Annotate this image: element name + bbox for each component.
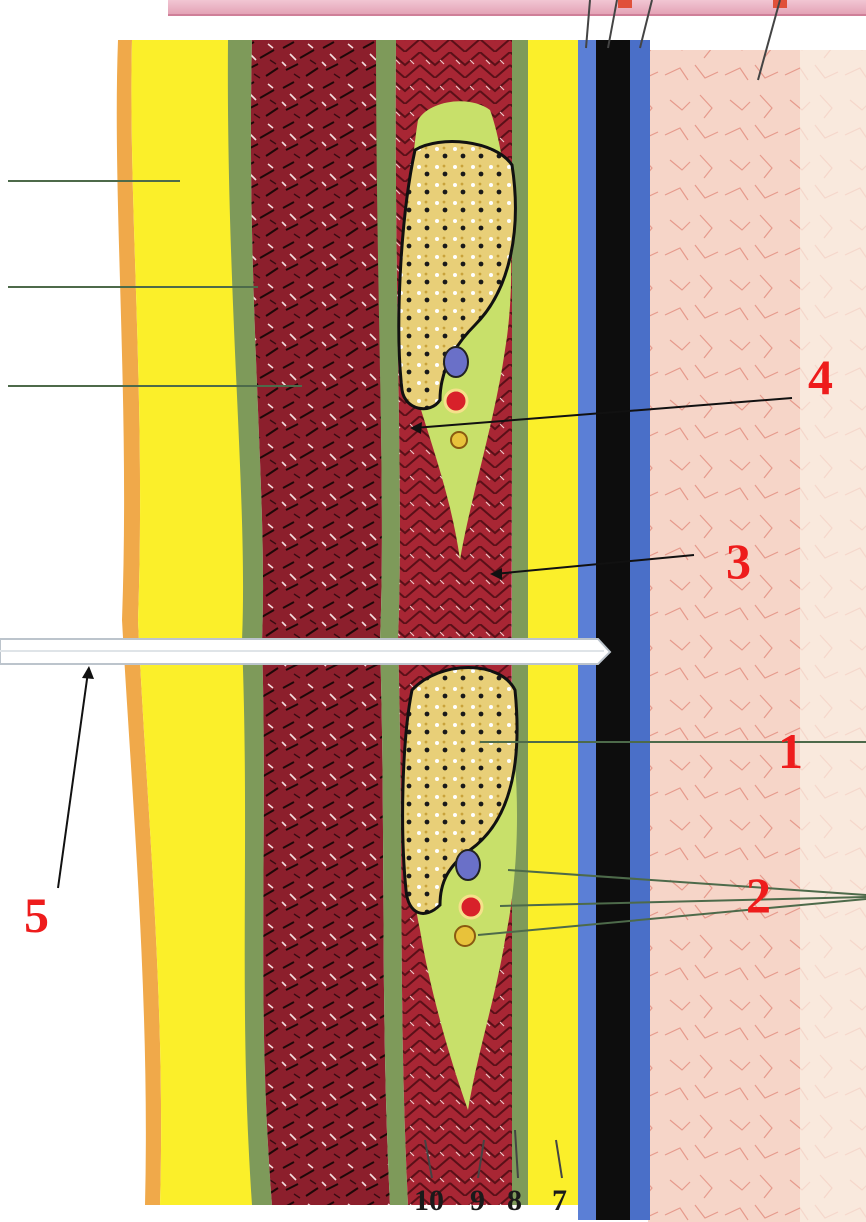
vein-lower — [456, 850, 480, 880]
callout-2: 2 — [746, 870, 771, 920]
callout-1: 1 — [778, 726, 803, 776]
lymph-upper — [451, 432, 467, 448]
callout-5: 5 — [24, 890, 49, 940]
yellow-layer-right — [528, 40, 578, 1205]
artery-upper — [445, 390, 467, 412]
arrow-5 — [58, 672, 88, 888]
lymph-lower — [455, 926, 475, 946]
blue-layer-outer — [630, 40, 650, 1220]
bottom-label-10: 10 — [414, 1186, 444, 1216]
blue-layer-inner — [578, 40, 596, 1220]
muscle-layer — [251, 40, 390, 1205]
callout-3: 3 — [726, 536, 751, 586]
bottom-label-9: 9 — [470, 1186, 485, 1216]
black-layer — [596, 40, 630, 1220]
callout-4: 4 — [808, 352, 833, 402]
bottom-label-7: 7 — [552, 1186, 567, 1216]
vein-upper — [444, 347, 468, 377]
artery-lower — [460, 896, 482, 918]
bottom-label-8: 8 — [507, 1186, 522, 1216]
